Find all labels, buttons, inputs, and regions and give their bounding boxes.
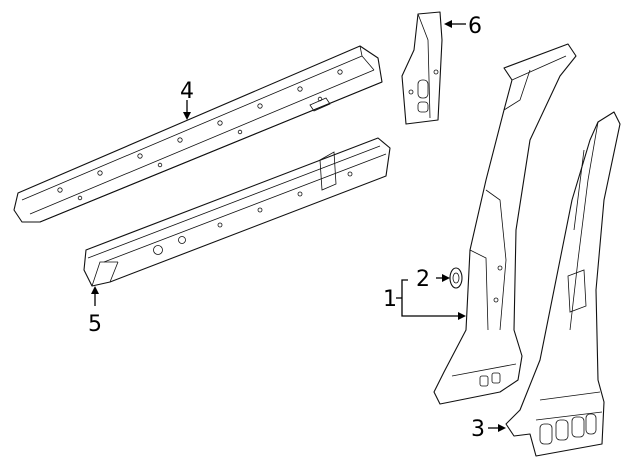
callout-2: 2 <box>416 267 430 292</box>
part-4-upper-rail <box>13 45 383 223</box>
part-2-grommet <box>449 267 463 289</box>
part-6-bracket <box>401 11 443 125</box>
leader-lines <box>91 20 506 432</box>
part-1-center-pillar <box>433 43 577 405</box>
callout-3: 3 <box>471 417 485 442</box>
callout-5: 5 <box>88 312 102 337</box>
part-5-lower-rail <box>83 137 391 287</box>
callout-4: 4 <box>180 79 194 104</box>
part-3-outer-pillar <box>505 111 621 457</box>
callout-6: 6 <box>468 14 482 39</box>
callout-1: 1 <box>383 287 397 312</box>
